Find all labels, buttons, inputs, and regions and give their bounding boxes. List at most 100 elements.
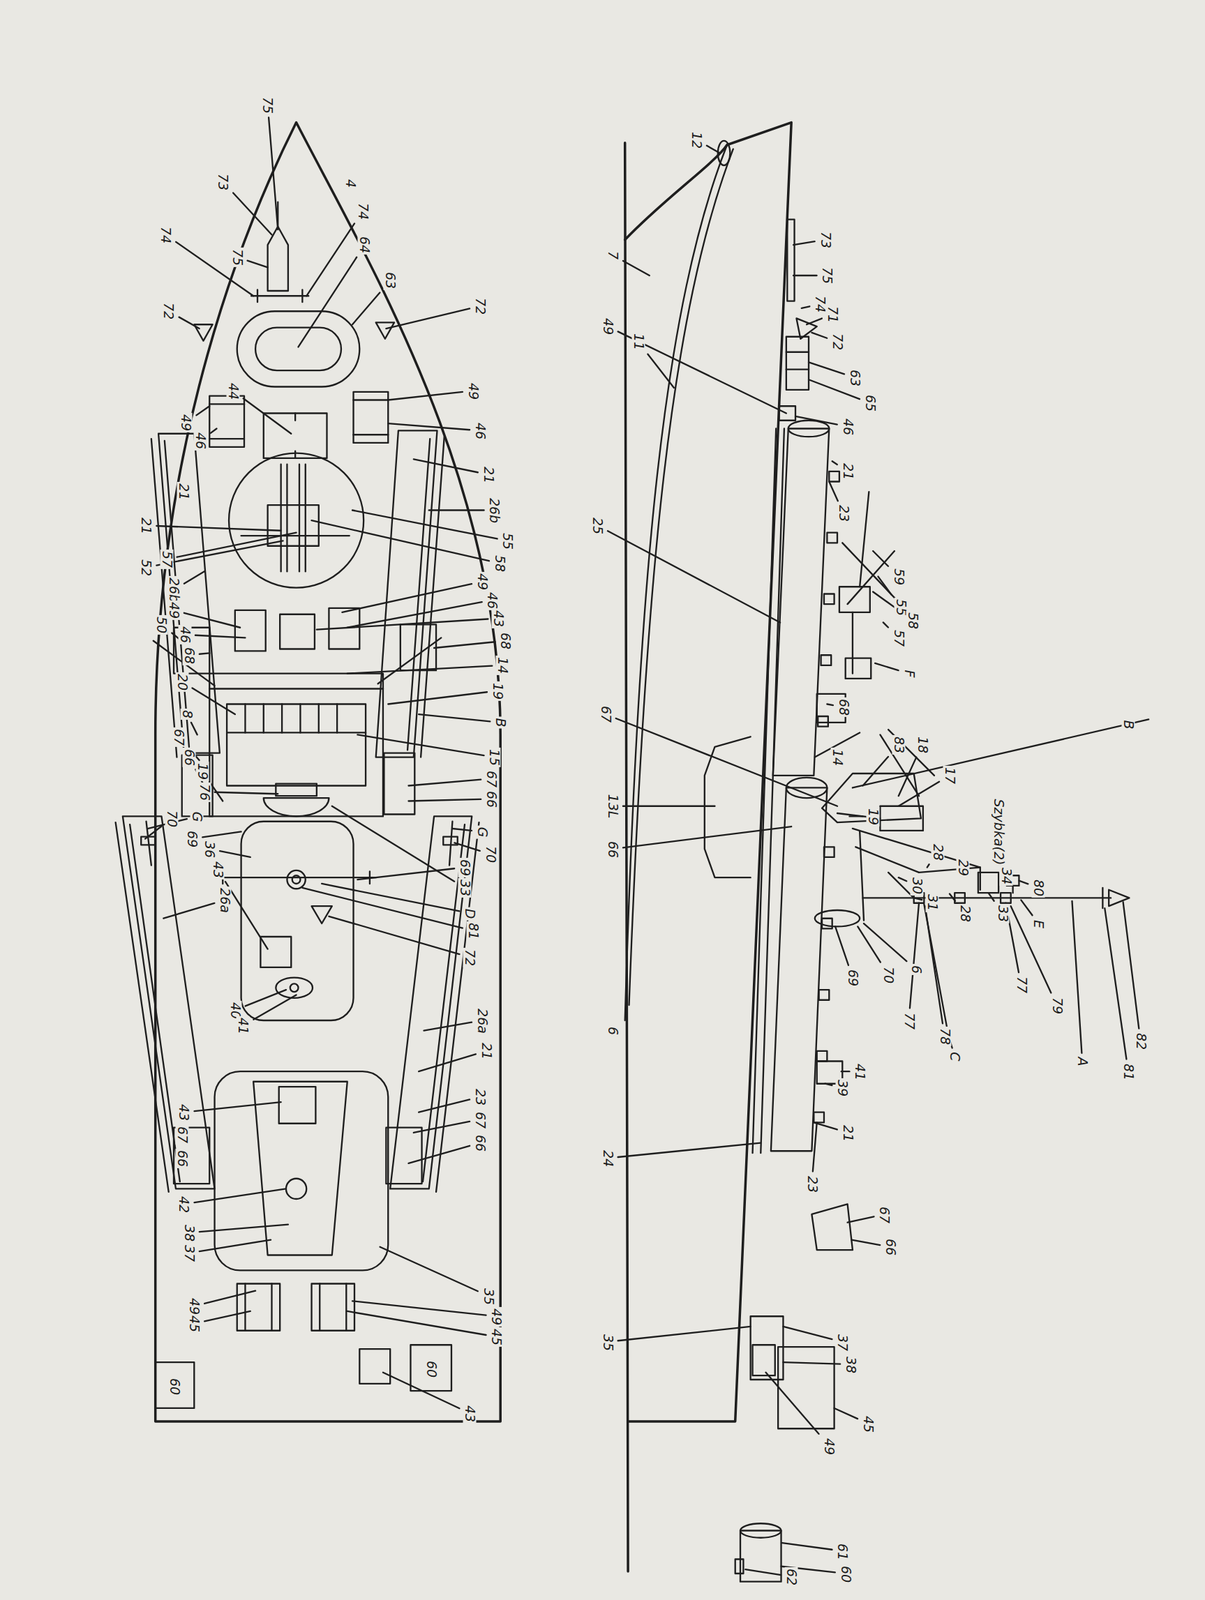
leader-line: [826, 704, 834, 706]
leader-line: [801, 306, 810, 309]
plan-view: [214, 1071, 389, 1271]
leader-line: [418, 1099, 470, 1113]
callout-number: 67: [484, 769, 498, 790]
profile-view: [814, 910, 860, 927]
callout-number: 78: [937, 1026, 952, 1046]
callout-number: B: [1121, 719, 1136, 732]
callout-number: 45: [489, 1327, 504, 1348]
plan-view: [318, 704, 320, 733]
leader-line: [179, 317, 200, 329]
plan-view: [260, 937, 291, 968]
leader-line: [616, 718, 838, 807]
callout-number: 29: [956, 858, 970, 878]
plan-view: [155, 1362, 195, 1409]
plan-view: [244, 704, 246, 733]
plan-view: [275, 978, 313, 999]
callout-number: 74: [355, 201, 370, 222]
leader-line: [194, 1102, 282, 1112]
callout-number: 49: [466, 380, 480, 401]
callout-number: 66: [473, 1133, 487, 1154]
callout-number: 46: [473, 421, 487, 441]
plan-view: [292, 875, 301, 885]
leader-line: [191, 722, 198, 736]
leader-line: [607, 530, 781, 623]
leader-line: [328, 916, 460, 955]
leader-line: [1104, 908, 1127, 1060]
callout-number: 6: [909, 964, 923, 976]
leader-line: [795, 416, 838, 425]
callout-number: D: [463, 907, 477, 922]
leader-line: [387, 392, 463, 401]
profile-view: [855, 847, 919, 873]
callout-number: 80: [1031, 878, 1046, 898]
callout-number: 49: [179, 413, 193, 433]
profile-view: [752, 428, 777, 1154]
callout-number: 74: [813, 294, 827, 314]
plan-view: [279, 464, 282, 573]
plan-view: [298, 464, 301, 573]
callout-number: 37: [835, 1332, 850, 1353]
plan-view: [263, 798, 330, 817]
callout-number: 52: [139, 558, 153, 578]
callout-number: 33: [996, 904, 1010, 924]
leader-line: [874, 663, 898, 671]
callout-number: 49: [475, 572, 489, 592]
leader-line: [383, 1373, 460, 1410]
callout-number: 68: [836, 697, 850, 718]
plan-view: [140, 837, 155, 846]
plan-view: [279, 1087, 317, 1125]
leader-line: [824, 1084, 832, 1086]
callout-number: 21: [481, 464, 495, 485]
leader-line: [332, 806, 455, 882]
callout-number: 17: [943, 766, 957, 786]
leader-line: [849, 815, 864, 818]
profile-view: [859, 831, 864, 921]
callout-number: 28: [930, 842, 945, 863]
plan-view: [299, 704, 301, 733]
callout-number: 81: [466, 921, 480, 942]
profile-view: [813, 1112, 825, 1124]
leader-line: [247, 260, 268, 268]
callout-number: 23: [836, 503, 850, 524]
profile-view: [845, 658, 872, 679]
leader-line: [898, 877, 907, 882]
callout-number: 77: [1014, 975, 1028, 995]
callout-number: 72: [463, 948, 477, 968]
leader-line: [1071, 901, 1082, 1054]
leader-line: [311, 520, 490, 561]
callout-number: 64: [357, 235, 372, 255]
leader-line: [357, 734, 484, 756]
profile-view: [1011, 886, 1014, 894]
plan-view: [286, 870, 305, 889]
plan-view: [304, 464, 307, 573]
profile-view: [771, 787, 827, 1152]
profile-view: [852, 719, 1149, 788]
callout-number: 11: [631, 332, 645, 352]
leader-line: [380, 1247, 478, 1293]
callout-number: 68: [498, 631, 513, 651]
plan-view: [420, 436, 445, 758]
leader-line: [347, 1311, 487, 1336]
callout-number: A: [1075, 1056, 1090, 1069]
callout-number: 28: [958, 904, 972, 924]
callout-number: 21: [139, 516, 153, 536]
plan-view: [290, 983, 299, 993]
leader-line: [898, 782, 940, 807]
callout-number: 25: [590, 516, 605, 536]
callout-number: 55: [500, 531, 515, 552]
callout-number: Szybka(2): [992, 797, 1006, 867]
leader-line: [306, 223, 355, 296]
callout-number: 60: [424, 1359, 438, 1380]
leader-line: [847, 1216, 875, 1223]
callout-number: 50: [154, 615, 169, 635]
leader-line: [782, 1362, 841, 1365]
plan-view: [209, 396, 245, 448]
callout-number: 14: [496, 655, 510, 676]
callout-number: 43: [463, 1404, 477, 1425]
callout-number: 45: [861, 1415, 875, 1435]
leader-line: [408, 799, 482, 802]
profile-view: [863, 897, 1112, 899]
leader-line: [429, 509, 485, 511]
